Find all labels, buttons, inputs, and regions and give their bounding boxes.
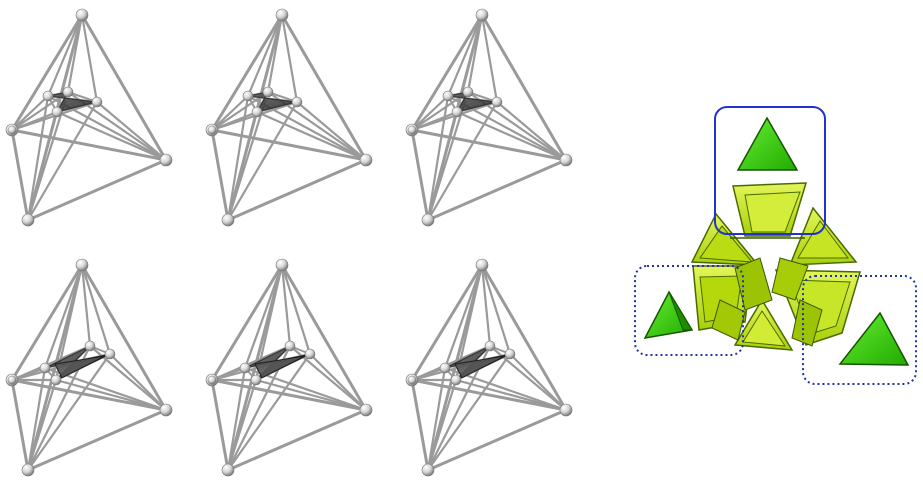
vertex-ball: [222, 464, 234, 476]
wireframe-model: [206, 259, 372, 476]
rod: [28, 380, 56, 470]
vertex-ball: [92, 97, 102, 107]
vertex-ball: [22, 214, 34, 226]
vertex-ball: [476, 9, 488, 21]
vertex-ball: [22, 464, 34, 476]
vertex-ball: [276, 259, 288, 271]
rod: [412, 380, 428, 470]
rod: [282, 265, 366, 410]
wireframe-model: [406, 259, 572, 476]
vertex-ball: [251, 375, 261, 385]
vertex-ball: [276, 9, 288, 21]
highlighted-piece-top: [738, 118, 797, 170]
rod: [228, 160, 366, 220]
vertex-ball: [76, 9, 88, 21]
vertex-ball: [160, 404, 172, 416]
rod: [228, 380, 256, 470]
vertex-ball: [263, 87, 273, 97]
rod: [212, 130, 228, 220]
vertex-ball: [8, 376, 16, 384]
vertex-ball: [560, 404, 572, 416]
vertex-ball: [8, 126, 16, 134]
vertex-ball: [485, 341, 495, 351]
wireframe-model: [406, 9, 572, 226]
vertex-ball: [560, 154, 572, 166]
wireframe-model: [6, 9, 172, 226]
rod: [57, 112, 166, 160]
vertex-ball: [292, 97, 302, 107]
wireframe-model: [206, 9, 372, 226]
vertex-ball: [408, 126, 416, 134]
rod: [428, 380, 456, 470]
vertex-ball: [422, 214, 434, 226]
wireframe-model: [6, 259, 172, 476]
exploded-tetrahedron-view: [635, 107, 916, 384]
vertex-ball: [85, 341, 95, 351]
vertex-ball: [285, 341, 295, 351]
rod: [457, 112, 566, 160]
rod: [412, 130, 428, 220]
vertex-ball: [451, 375, 461, 385]
vertex-ball: [476, 259, 488, 271]
rod: [257, 112, 366, 160]
vertex-ball: [360, 404, 372, 416]
vertex-ball: [305, 349, 315, 359]
vertex-ball: [105, 349, 115, 359]
wireframe-grid: [6, 9, 572, 476]
vertex-ball: [492, 97, 502, 107]
rod: [12, 130, 28, 220]
vertex-ball: [52, 107, 62, 117]
vertex-ball: [243, 91, 253, 101]
vertex-ball: [76, 259, 88, 271]
vertex-ball: [360, 154, 372, 166]
vertex-ball: [222, 214, 234, 226]
vertex-ball: [452, 107, 462, 117]
vertex-ball: [252, 107, 262, 117]
vertex-ball: [208, 126, 216, 134]
vertex-ball: [160, 154, 172, 166]
vertex-ball: [63, 87, 73, 97]
rod: [12, 380, 28, 470]
vertex-ball: [443, 91, 453, 101]
rod: [97, 102, 166, 160]
vertex-ball: [51, 375, 61, 385]
vertex-ball: [208, 376, 216, 384]
vertex-ball: [463, 87, 473, 97]
highlighted-piece-right: [840, 313, 908, 365]
vertex-ball: [505, 349, 515, 359]
rod: [497, 102, 566, 160]
rod: [428, 160, 566, 220]
rod: [82, 265, 166, 410]
rod: [28, 160, 166, 220]
vertex-ball: [408, 376, 416, 384]
rod: [212, 380, 228, 470]
vertex-ball: [43, 91, 53, 101]
vertex-ball: [422, 464, 434, 476]
highlighted-piece-left: [645, 292, 692, 338]
vertex-ball: [440, 363, 450, 373]
rod: [482, 265, 566, 410]
vertex-ball: [40, 363, 50, 373]
rod: [297, 102, 366, 160]
vertex-ball: [240, 363, 250, 373]
